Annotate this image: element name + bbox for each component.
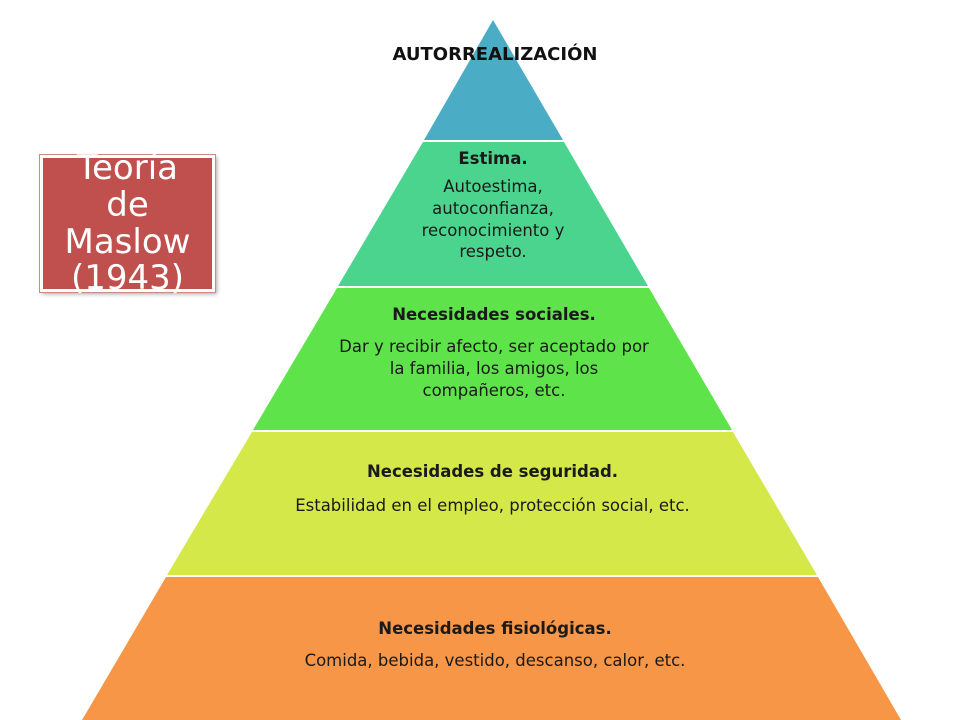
level-description-seguridad: Estabilidad en el empleo, protección soc… [295,496,690,515]
title-line-3: (1943) [70,258,185,299]
level-description-estima: Autoestima, autoconfianza, reconocimient… [421,177,565,262]
slide-title: Teoría de Maslow (1943) [53,150,203,297]
level-heading-sociales: Necesidades sociales. [392,305,596,324]
level-description-sociales: Dar y recibir afecto, ser aceptado por l… [339,337,649,400]
title-line-1: Teoría de [77,148,178,225]
level-text-fisiologicas: Necesidades fisiológicas. Comida, bebida… [260,619,730,672]
pyramid-level-autorrealizacion [424,20,563,140]
pyramid-level-estima [338,142,648,286]
level-heading-seguridad: Necesidades de seguridad. [366,462,619,481]
level-text-sociales: Necesidades sociales. Dar y recibir afec… [334,305,654,401]
level-heading-fisiologicas: Necesidades fisiológicas. [378,619,612,638]
level-text-seguridad: Necesidades de seguridad. Estabilidad en… [280,462,705,517]
pyramid-level-fisiologicas [82,577,901,720]
title-box: Teoría de Maslow (1943) [40,150,215,296]
level-heading-estima: Estima. [458,149,528,168]
level-description-fisiologicas: Comida, bebida, vestido, descanso, calor… [304,651,686,670]
pyramid-level-sociales [253,288,732,430]
level-heading-autorrealizacion: AUTORREALIZACIÓN [392,44,598,65]
pyramid-level-seguridad [167,432,817,575]
title-line-2: Maslow [64,221,191,262]
level-text-estima: Estima. Autoestima, autoconfianza, recon… [398,149,588,263]
